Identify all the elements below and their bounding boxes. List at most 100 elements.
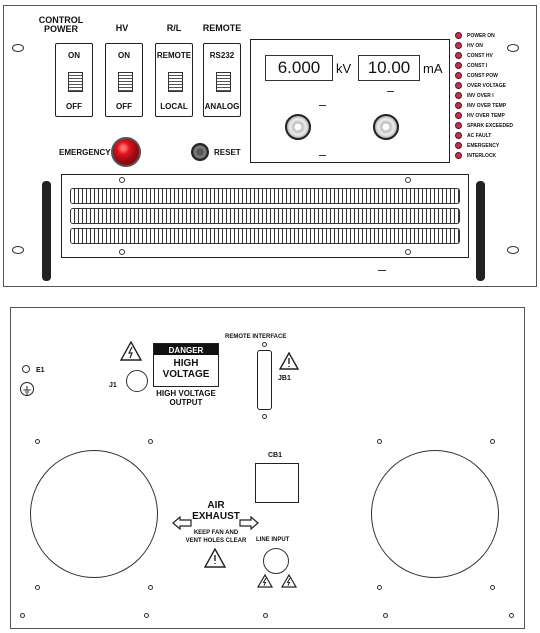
meter-panel: 6.000 kV 10.00 mA (250, 39, 450, 163)
remote-interface-connector[interactable] (257, 350, 272, 410)
led-over-voltage (455, 82, 462, 89)
led-hv-on (455, 42, 462, 49)
panel-screw (383, 613, 388, 618)
fan-screw (35, 439, 40, 444)
caution-triangle-icon (203, 547, 227, 573)
led-hv-over-temp (455, 112, 462, 119)
hv-output-connector[interactable] (126, 370, 148, 392)
circuit-breaker-cb1[interactable] (255, 463, 299, 503)
remote-local-switch[interactable]: REMOTE LOCAL (155, 43, 193, 117)
switch-on-label: ON (68, 51, 80, 60)
vent-slot-row-2 (70, 208, 460, 224)
left-fan-grille (30, 450, 158, 578)
voltage-value: 6.000 (277, 58, 321, 77)
ground-label: E1 (36, 367, 45, 374)
hv-heading: HV (115, 23, 129, 33)
led-label: HV ON (467, 43, 483, 49)
led-label: CONST HV (467, 53, 493, 59)
vent-screw (405, 249, 411, 255)
led-label: HV OVER TEMP (467, 113, 505, 119)
hv-warning-triangle-icon (280, 573, 298, 593)
panel-screw (20, 613, 25, 618)
led-label: CONST I (467, 63, 488, 69)
current-tick (387, 91, 394, 92)
remote-interface-label: REMOTE INTERFACE (225, 334, 287, 340)
led-const-pow (455, 72, 462, 79)
fan-screw (148, 439, 153, 444)
danger-label: DANGER (168, 346, 204, 355)
mount-hole-bl (12, 246, 24, 254)
rear-panel: E1 J1 DANGER HIGH VOLTAGE HIGH VOLTAGE O… (10, 307, 525, 629)
hv-output-label: HIGH VOLTAGE OUTPUT (156, 389, 216, 407)
fan-screw (35, 585, 40, 590)
emergency-stop-button[interactable] (111, 137, 141, 167)
vent-slot-row-1 (70, 188, 460, 204)
hv-sign-text: HIGH VOLTAGE (162, 358, 210, 380)
emergency-label: EMERGENCY (59, 148, 111, 157)
current-unit: mA (423, 61, 443, 76)
led-label: AC FAULT (467, 133, 492, 139)
panel-screw (509, 613, 514, 618)
current-adjust-knob[interactable] (373, 114, 399, 140)
cb1-label: CB1 (268, 452, 283, 459)
switch-local-label: LOCAL (160, 102, 188, 111)
high-voltage-warning-icon (119, 340, 143, 366)
switch-rs232-label: RS232 (209, 51, 235, 60)
switch-off-label: OFF (66, 102, 82, 111)
switch-remote-label: REMOTE (156, 51, 192, 60)
mount-hole-tl (12, 44, 24, 52)
toggle-lever (216, 72, 231, 92)
voltage-unit: kV (336, 61, 352, 76)
led-power-on (455, 32, 462, 39)
reset-label: RESET (214, 148, 241, 157)
vent-slot-row-3 (70, 228, 460, 244)
voltage-adjust-knob[interactable] (285, 114, 311, 140)
ground-stud-hole (22, 365, 30, 373)
vent-screw (119, 177, 125, 183)
panel-screw (144, 613, 149, 618)
right-fan-grille (371, 450, 499, 578)
voltage-tick (319, 105, 326, 106)
led-label: CONST POW (467, 73, 498, 79)
vent-screw (405, 177, 411, 183)
remote-connector-screw (262, 342, 267, 347)
voltage-display: 6.000 (265, 55, 333, 81)
switch-off-label: OFF (116, 102, 132, 111)
remote-mode-switch[interactable]: RS232 ANALOG (203, 43, 241, 117)
mount-hole-tr (507, 44, 519, 52)
led-label: INTERLOCK (467, 153, 497, 159)
led-label: EMERGENCY (467, 143, 500, 149)
hv-switch[interactable]: ON OFF (105, 43, 143, 117)
switch-analog-label: ANALOG (204, 102, 240, 111)
fan-screw (148, 585, 153, 590)
led-label: INV OVER TEMP (467, 103, 507, 109)
led-spark-exceeded (455, 122, 462, 129)
panel-screw (263, 613, 268, 618)
air-exhaust-label: AIR EXHAUST (192, 500, 240, 522)
fan-screw (490, 585, 495, 590)
keep-clear-label: KEEP FAN AND VENT HOLES CLEAR (185, 530, 247, 544)
led-const-i (455, 62, 462, 69)
jb1-label: JB1 (278, 375, 291, 382)
fan-screw (377, 439, 382, 444)
current-value: 10.00 (367, 58, 411, 77)
control-power-switch[interactable]: ON OFF (55, 43, 93, 117)
vent-frame (61, 174, 469, 258)
rl-heading: R/L (166, 23, 182, 33)
toggle-lever (118, 72, 133, 92)
remote-connector-screw (262, 414, 267, 419)
reset-button[interactable] (191, 143, 209, 161)
toggle-lever (168, 72, 183, 92)
danger-sign: DANGER HIGH VOLTAGE (153, 343, 219, 387)
bottom-mark (378, 270, 386, 271)
current-display: 10.00 (358, 55, 420, 81)
led-inv-over-i (455, 92, 462, 99)
voltage-zero-tick (319, 155, 326, 156)
right-arrow-icon (239, 515, 259, 535)
danger-banner (154, 344, 218, 355)
led-label: INV OVER I (467, 93, 494, 99)
line-input-connector[interactable] (263, 548, 289, 574)
right-handle[interactable] (476, 181, 485, 281)
left-handle[interactable] (42, 181, 51, 281)
led-ac-fault (455, 132, 462, 139)
